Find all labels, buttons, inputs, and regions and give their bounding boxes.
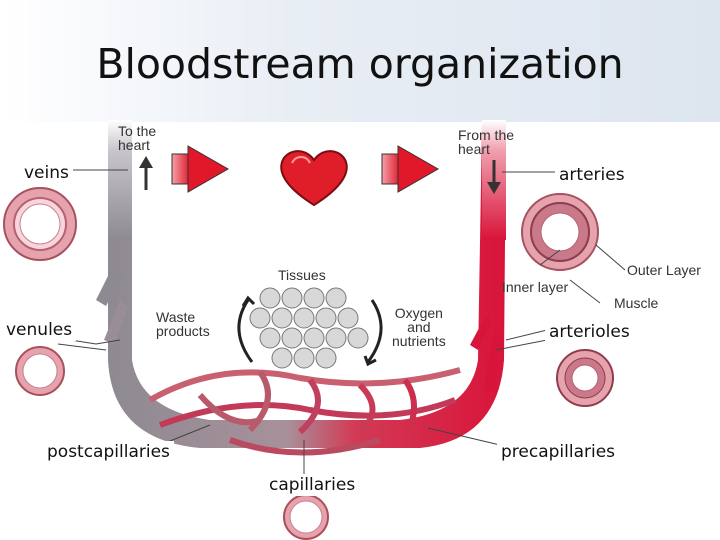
title-band bbox=[0, 0, 720, 122]
tissues-text: Tissues bbox=[278, 267, 326, 283]
exchange-arrows bbox=[237, 295, 383, 367]
inner-layer-text: Inner layer bbox=[502, 279, 569, 295]
artery-cross-section bbox=[521, 193, 599, 271]
label-venules: venules bbox=[2, 319, 77, 341]
arteriole-cross-section bbox=[556, 349, 614, 407]
page-title: Bloodstream organization bbox=[96, 40, 624, 88]
label-capillaries: capillaries bbox=[265, 474, 360, 496]
label-veins: veins bbox=[20, 162, 73, 184]
label-postcapillaries: postcapillaries bbox=[43, 441, 174, 463]
muscle-text: Muscle bbox=[614, 295, 659, 311]
vein-cross-section bbox=[3, 187, 77, 261]
heart-icon bbox=[280, 150, 348, 207]
label-arterioles: arterioles bbox=[545, 321, 634, 343]
outer-layer-text: Outer Layer bbox=[627, 262, 701, 278]
capillary-cross-section bbox=[283, 494, 329, 540]
tissue-cells bbox=[249, 287, 369, 369]
label-precapillaries: precapillaries bbox=[497, 441, 620, 463]
capillary-network bbox=[148, 367, 461, 456]
from-heart-text: From the heart bbox=[458, 127, 515, 157]
leader-lines bbox=[57, 169, 626, 475]
arrow-icon-left bbox=[171, 145, 230, 193]
arrow-icon-right bbox=[381, 145, 440, 193]
oxygen-text: Oxygen and nutrients bbox=[392, 305, 446, 349]
venule-cross-section bbox=[15, 346, 65, 396]
flow-arrows bbox=[139, 156, 501, 194]
to-heart-text: To the heart bbox=[118, 123, 157, 153]
label-arteries: arteries bbox=[555, 164, 629, 186]
waste-text: Waste products bbox=[156, 309, 210, 339]
